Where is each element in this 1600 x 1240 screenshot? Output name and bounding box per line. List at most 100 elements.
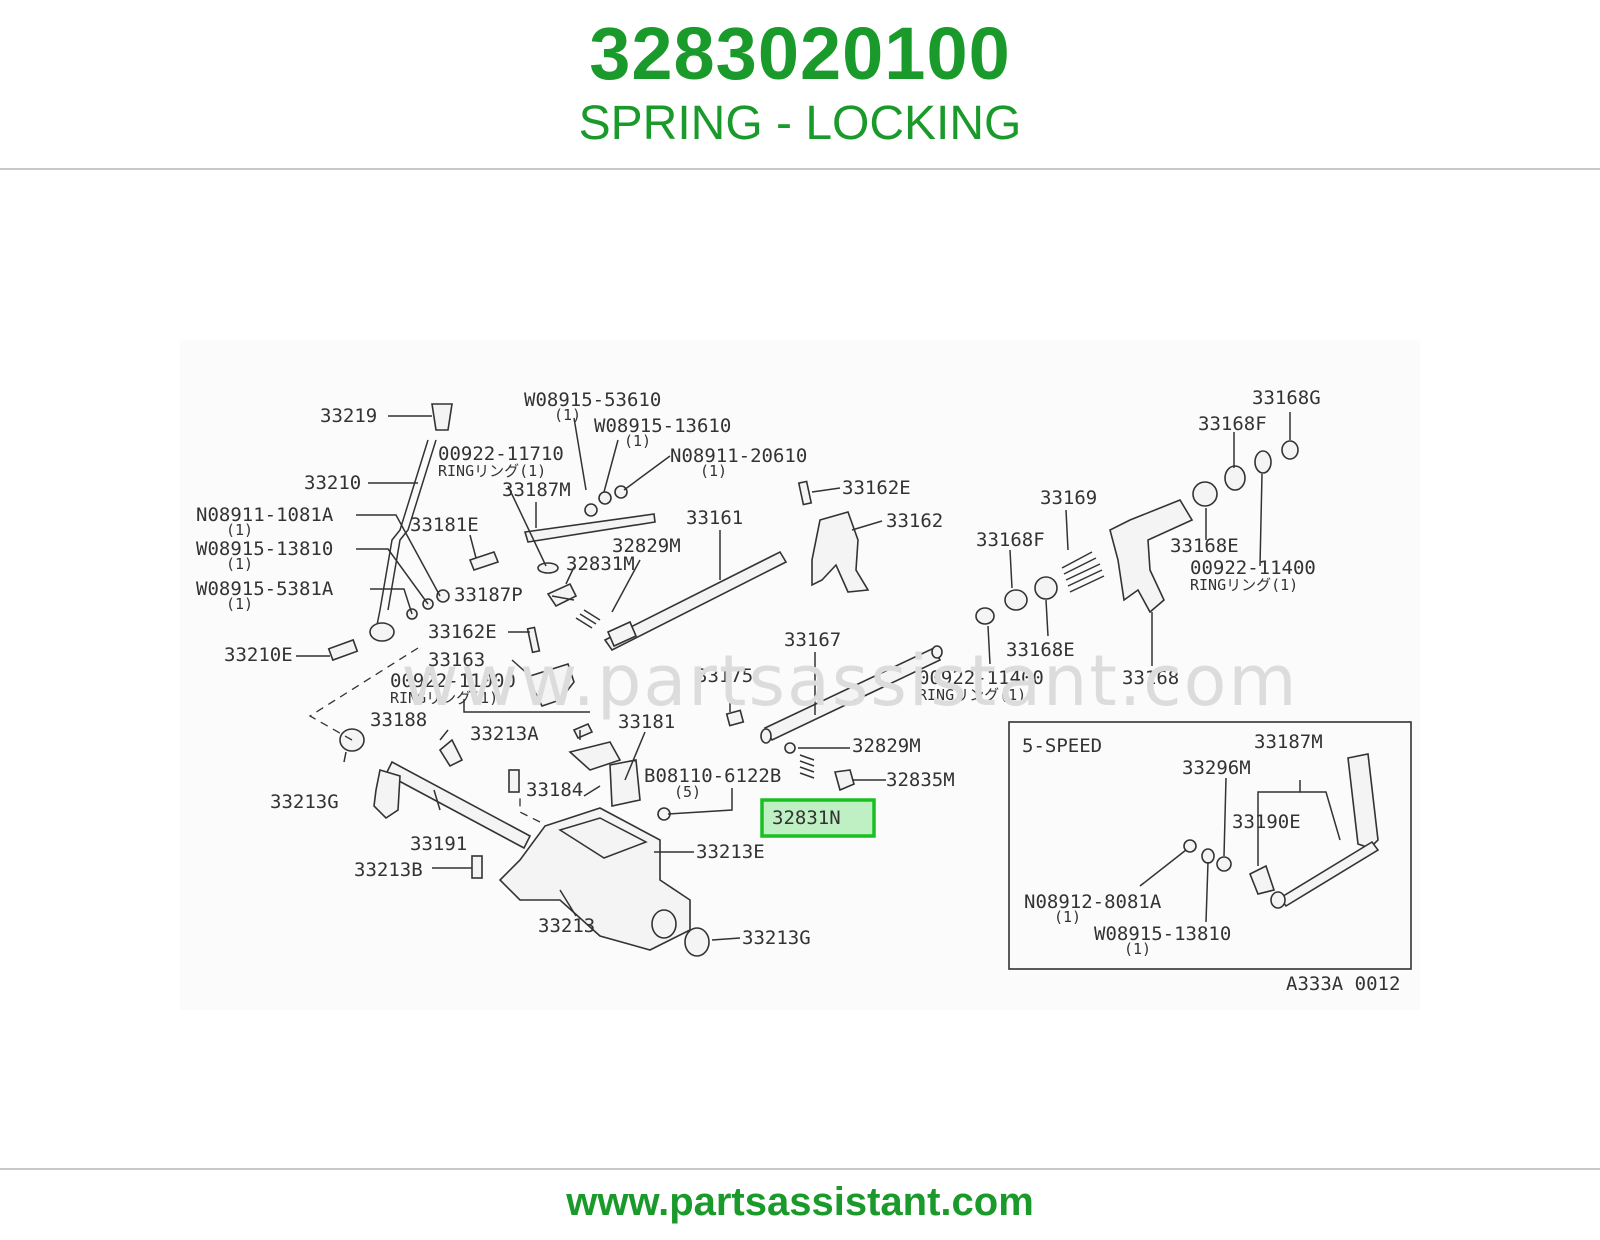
label-08911-20610: N08911-20610 xyxy=(670,445,807,467)
label-00922-11400-mid-ring: RINGリング(1) xyxy=(918,686,1026,704)
clip-33188 xyxy=(438,738,464,768)
label-08110-6122b: B08110-6122B xyxy=(644,765,781,787)
bolt-33213a xyxy=(508,769,520,793)
collar-33168e-mid xyxy=(1034,576,1058,600)
inset-label-08912-8081a: N08912-8081A xyxy=(1024,891,1162,913)
lever-boss xyxy=(369,622,395,642)
label-00922-11710: 00922-11710 xyxy=(438,443,564,465)
label-08915-53610-qty: (1) xyxy=(554,406,581,424)
label-33162e-top: 33162E xyxy=(842,477,911,499)
block-33163 xyxy=(529,663,575,707)
inset-lever xyxy=(1347,753,1379,849)
plate-33187p xyxy=(546,582,578,608)
label-33184: 33184 xyxy=(526,779,583,801)
inset-label-08915-13810-qty: (1) xyxy=(1124,940,1151,958)
label-33162e: 33162E xyxy=(428,621,497,643)
label-33169: 33169 xyxy=(1040,487,1097,509)
label-33213a: 33213A xyxy=(470,723,539,745)
label-32831m: 32831M xyxy=(566,553,635,575)
label-33168e-mid: 33168E xyxy=(1006,639,1075,661)
label-33161: 33161 xyxy=(686,507,743,529)
inset-5-speed-frame xyxy=(1008,721,1412,970)
leader-lines xyxy=(296,412,1341,941)
label-08911-1081a-qty: (1) xyxy=(226,521,253,539)
label-33191: 33191 xyxy=(410,833,467,855)
ring-33168f xyxy=(1224,465,1246,491)
label-32829m-top: 32829M xyxy=(612,535,681,557)
inset-label-33187m: 33187M xyxy=(1254,731,1323,753)
footer-url[interactable]: www.partsassistant.com xyxy=(566,1180,1034,1224)
label-00922-11000: 00922-11000 xyxy=(390,670,516,692)
arm-33187m xyxy=(523,513,656,543)
header: 3283020100 SPRING - LOCKING xyxy=(0,0,1600,168)
label-33168f: 33168F xyxy=(1198,413,1267,435)
drawing-code: A333A 0012 xyxy=(1286,973,1400,995)
bolt-33213b xyxy=(471,855,483,879)
diagram-background xyxy=(180,340,1420,1010)
collar-33168e xyxy=(1192,481,1218,507)
label-33168e: 33168E xyxy=(1170,535,1239,557)
label-32831n-highlighted: 32831N xyxy=(772,807,841,829)
inset-title: 5-SPEED xyxy=(1022,735,1102,757)
label-33213g: 33213G xyxy=(742,927,811,949)
label-00922-11400: 00922-11400 xyxy=(1190,557,1316,579)
label-08110-6122b-qty: (5) xyxy=(674,783,701,801)
label-33187p: 33187P xyxy=(454,584,523,606)
lever-33184 xyxy=(568,741,622,771)
label-08911-20610-qty: (1) xyxy=(700,462,727,480)
shaft-33191 xyxy=(384,760,532,850)
watermark: www.partsassistant.com xyxy=(401,640,1299,722)
highlight-box xyxy=(760,798,876,838)
plug-32835m xyxy=(833,769,855,792)
label-33181: 33181 xyxy=(618,711,675,733)
label-00922-11000-ring: RINGリング(1) xyxy=(390,689,498,707)
label-08915-13810: W08915-13810 xyxy=(196,538,333,560)
pin-33181e xyxy=(468,551,500,571)
label-08915-13610: W08915-13610 xyxy=(594,415,731,437)
lever-arm xyxy=(373,768,401,820)
label-08915-13810-qty: (1) xyxy=(226,555,253,573)
fork-33162 xyxy=(811,511,870,593)
inset-rod xyxy=(1278,840,1380,908)
part-labels: 33219 33210 N08911-1081A (1) W08915-1381… xyxy=(196,387,1400,995)
pin-33210e xyxy=(327,638,359,662)
inset-label-08912-8081a-qty: (1) xyxy=(1054,908,1081,926)
label-00922-11710-ring: RINGリング(1) xyxy=(438,462,546,480)
label-33213: 33213 xyxy=(538,915,595,937)
label-33181e: 33181E xyxy=(410,514,479,536)
label-08915-5381a-qty: (1) xyxy=(226,595,253,613)
pin-33175 xyxy=(725,709,745,727)
inset-bush-33190e xyxy=(1248,864,1276,895)
part-number: 3283020100 xyxy=(589,12,1011,95)
label-33213g-left: 33213G xyxy=(270,791,339,813)
label-33163: 33163 xyxy=(428,649,485,671)
label-33188: 33188 xyxy=(370,709,427,731)
bush-33213g xyxy=(684,927,710,957)
label-33213e: 33213E xyxy=(696,841,765,863)
header-divider xyxy=(0,168,1600,170)
label-33168: 33168 xyxy=(1122,667,1179,689)
rod-33161 xyxy=(603,550,788,652)
fork-33168 xyxy=(1109,499,1194,614)
shift-knob xyxy=(431,403,453,431)
inset-label-33296m: 33296M xyxy=(1182,757,1251,779)
label-08911-1081a: N08911-1081A xyxy=(196,504,334,526)
footer-divider xyxy=(0,1168,1600,1170)
spring-32831n xyxy=(799,754,815,779)
housing-33181 xyxy=(609,759,641,807)
label-33187m: 33187M xyxy=(502,479,571,501)
inset-label-08915-13810: W08915-13810 xyxy=(1094,923,1231,945)
label-33167: 33167 xyxy=(784,629,841,651)
label-32835m: 32835M xyxy=(886,769,955,791)
label-33168f-mid: 33168F xyxy=(976,529,1045,551)
label-08915-53610: W08915-53610 xyxy=(524,389,661,411)
label-33210: 33210 xyxy=(304,472,361,494)
label-08915-13610-qty: (1) xyxy=(624,432,651,450)
label-32829m: 32829M xyxy=(852,735,921,757)
label-33175: 33175 xyxy=(696,665,753,687)
label-33213b: 33213B xyxy=(354,859,423,881)
label-33162: 33162 xyxy=(886,510,943,532)
inset-label-33190e: 33190E xyxy=(1232,811,1301,833)
label-33210e: 33210E xyxy=(224,644,293,666)
